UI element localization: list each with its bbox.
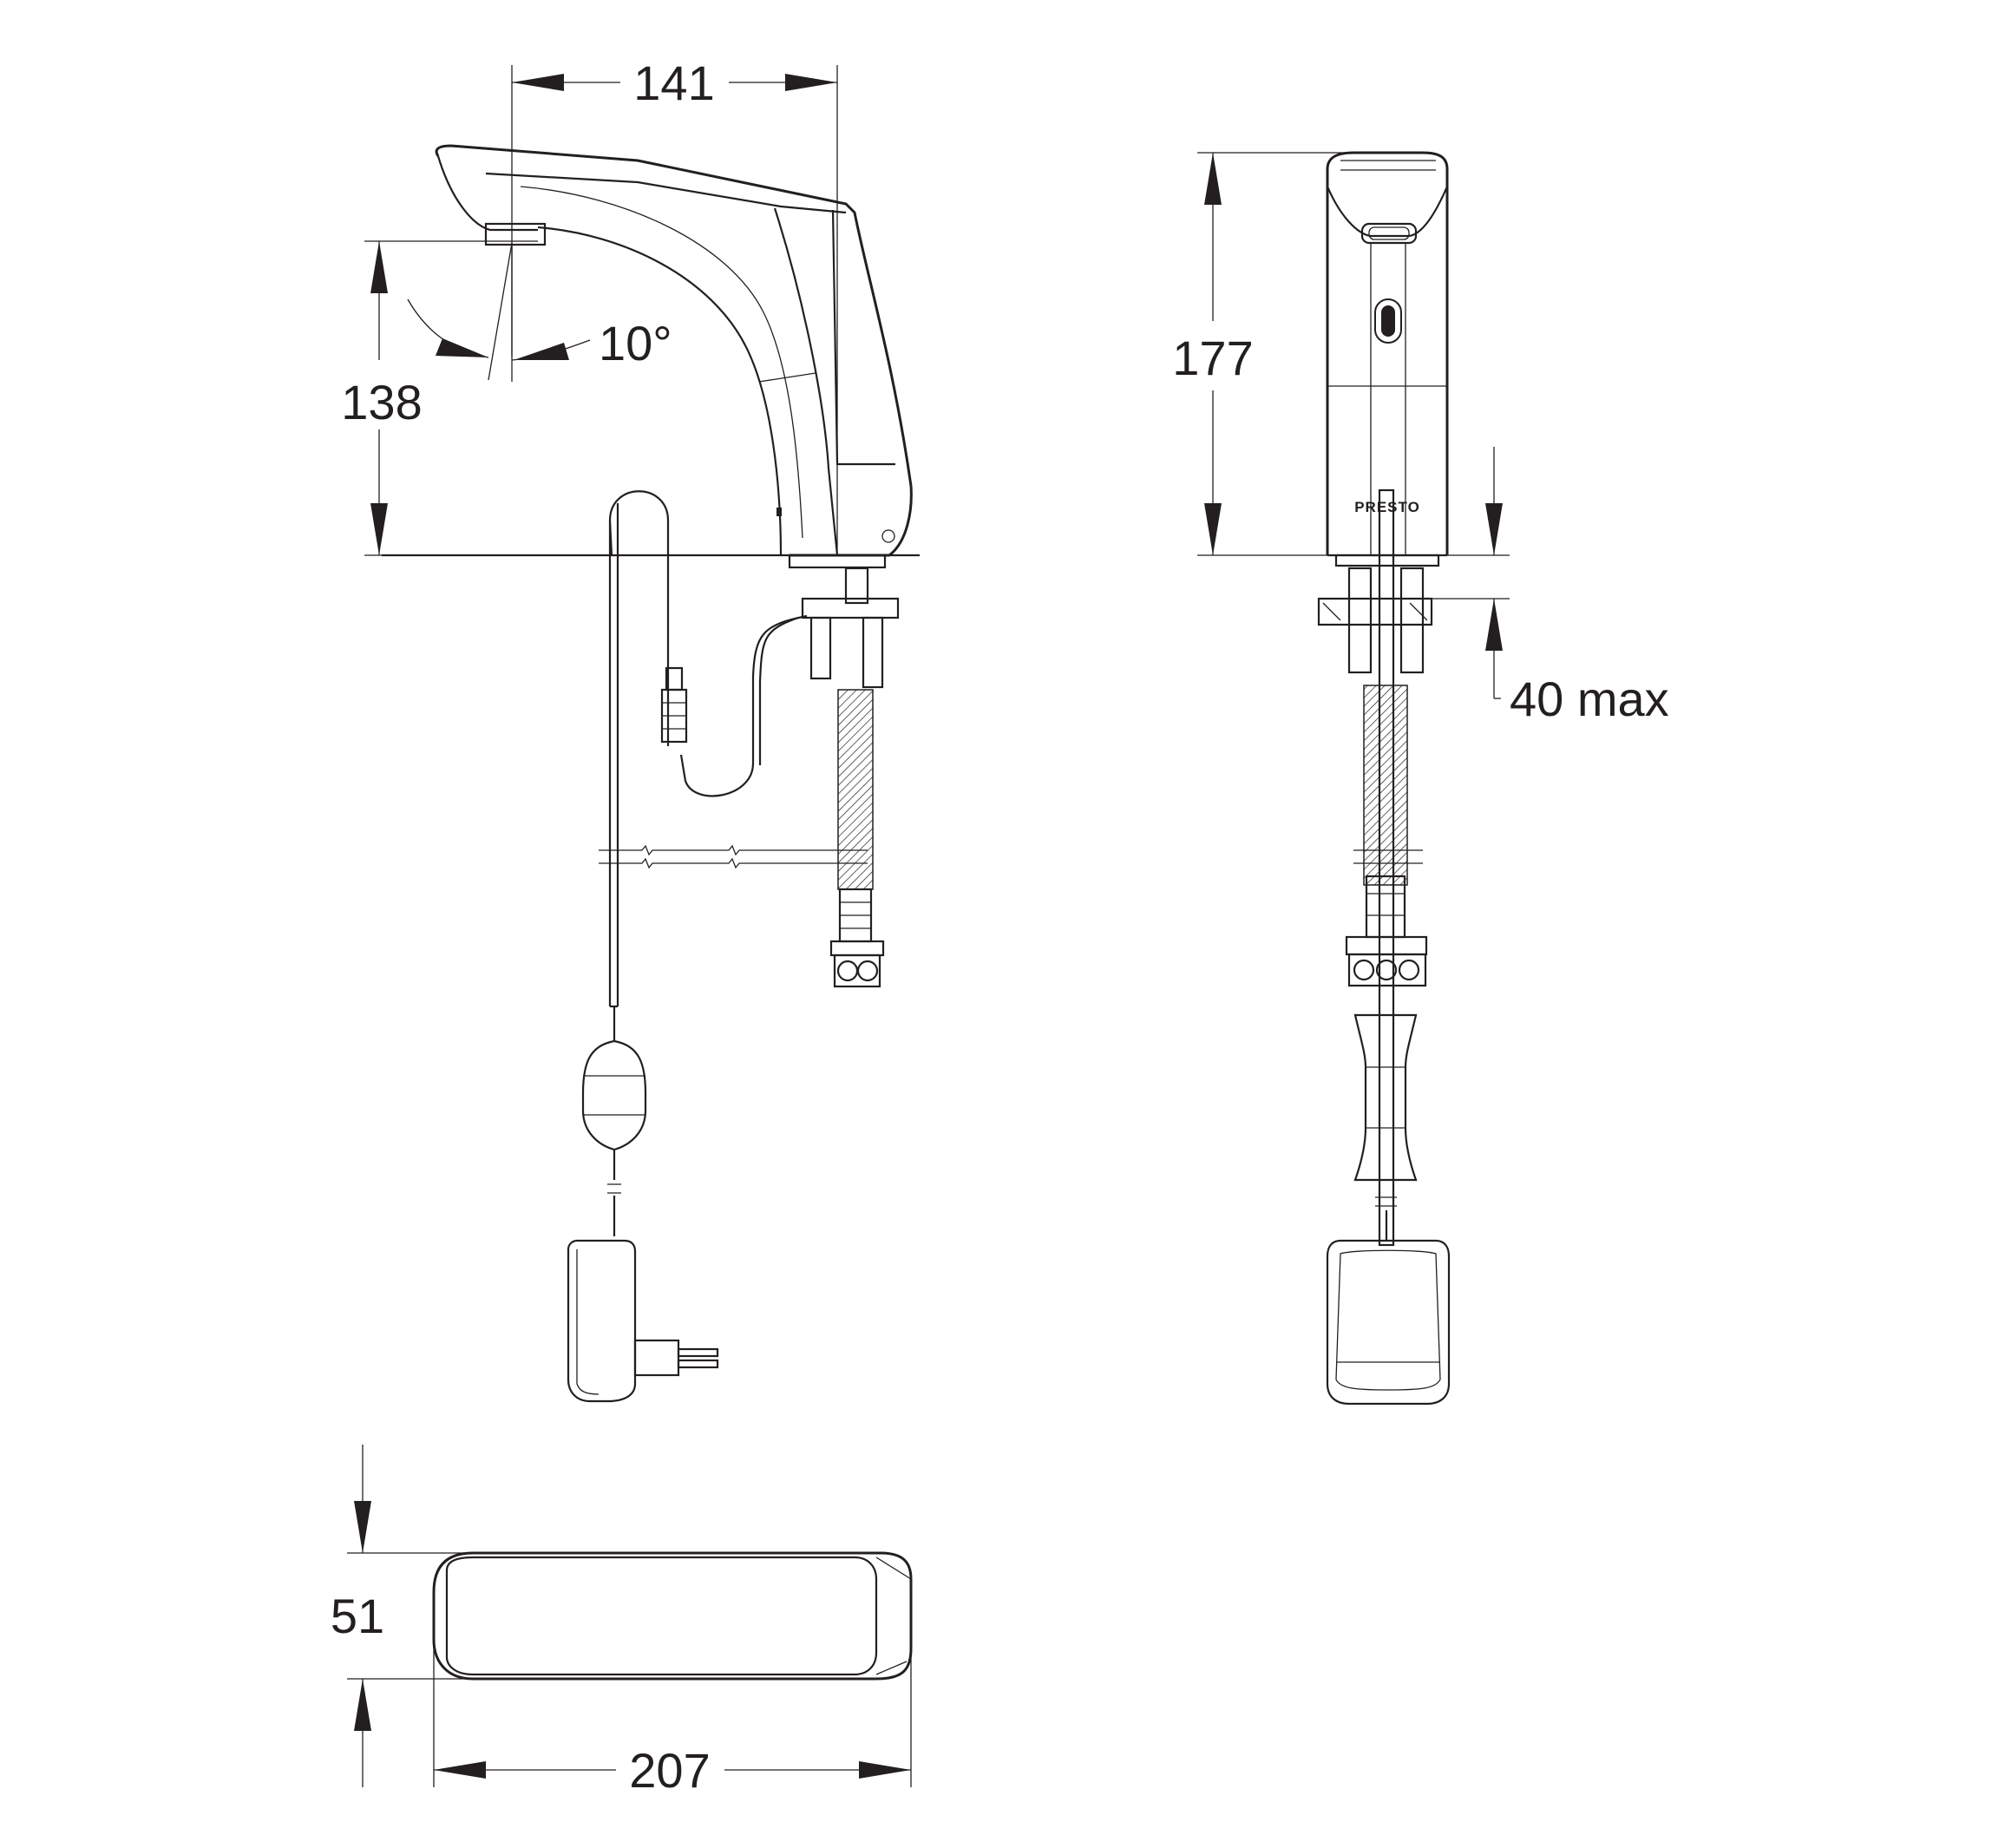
power-adapter bbox=[567, 1239, 719, 1403]
dimension-label-207: 207 bbox=[629, 1743, 710, 1798]
dimension-label-177: 177 bbox=[1172, 331, 1253, 385]
dimension-spout-height: 138 bbox=[341, 240, 538, 556]
dimension-label-40-max: 40 max bbox=[1510, 672, 1669, 726]
dimension-spout-reach: 141 bbox=[511, 56, 838, 555]
dimension-deck-thickness: 40 max bbox=[1432, 447, 1669, 726]
dimension-base-depth: 51 bbox=[331, 1445, 473, 1787]
faucet-side-view bbox=[382, 144, 920, 1403]
dimension-total-height: 177 bbox=[1172, 152, 1353, 556]
dimension-label-141: 141 bbox=[633, 56, 714, 110]
dimension-spout-angle: 10° bbox=[407, 242, 672, 381]
brand-label: PRESTO bbox=[1354, 499, 1420, 515]
faucet-base-top-view bbox=[432, 1551, 913, 1681]
dimension-label-51: 51 bbox=[331, 1589, 384, 1643]
dimension-label-138: 138 bbox=[341, 375, 422, 429]
dimension-label-10-degrees: 10° bbox=[599, 316, 672, 370]
dimension-base-length: 207 bbox=[433, 1596, 912, 1798]
faucet-front-view: PRESTO bbox=[1317, 151, 1451, 1406]
